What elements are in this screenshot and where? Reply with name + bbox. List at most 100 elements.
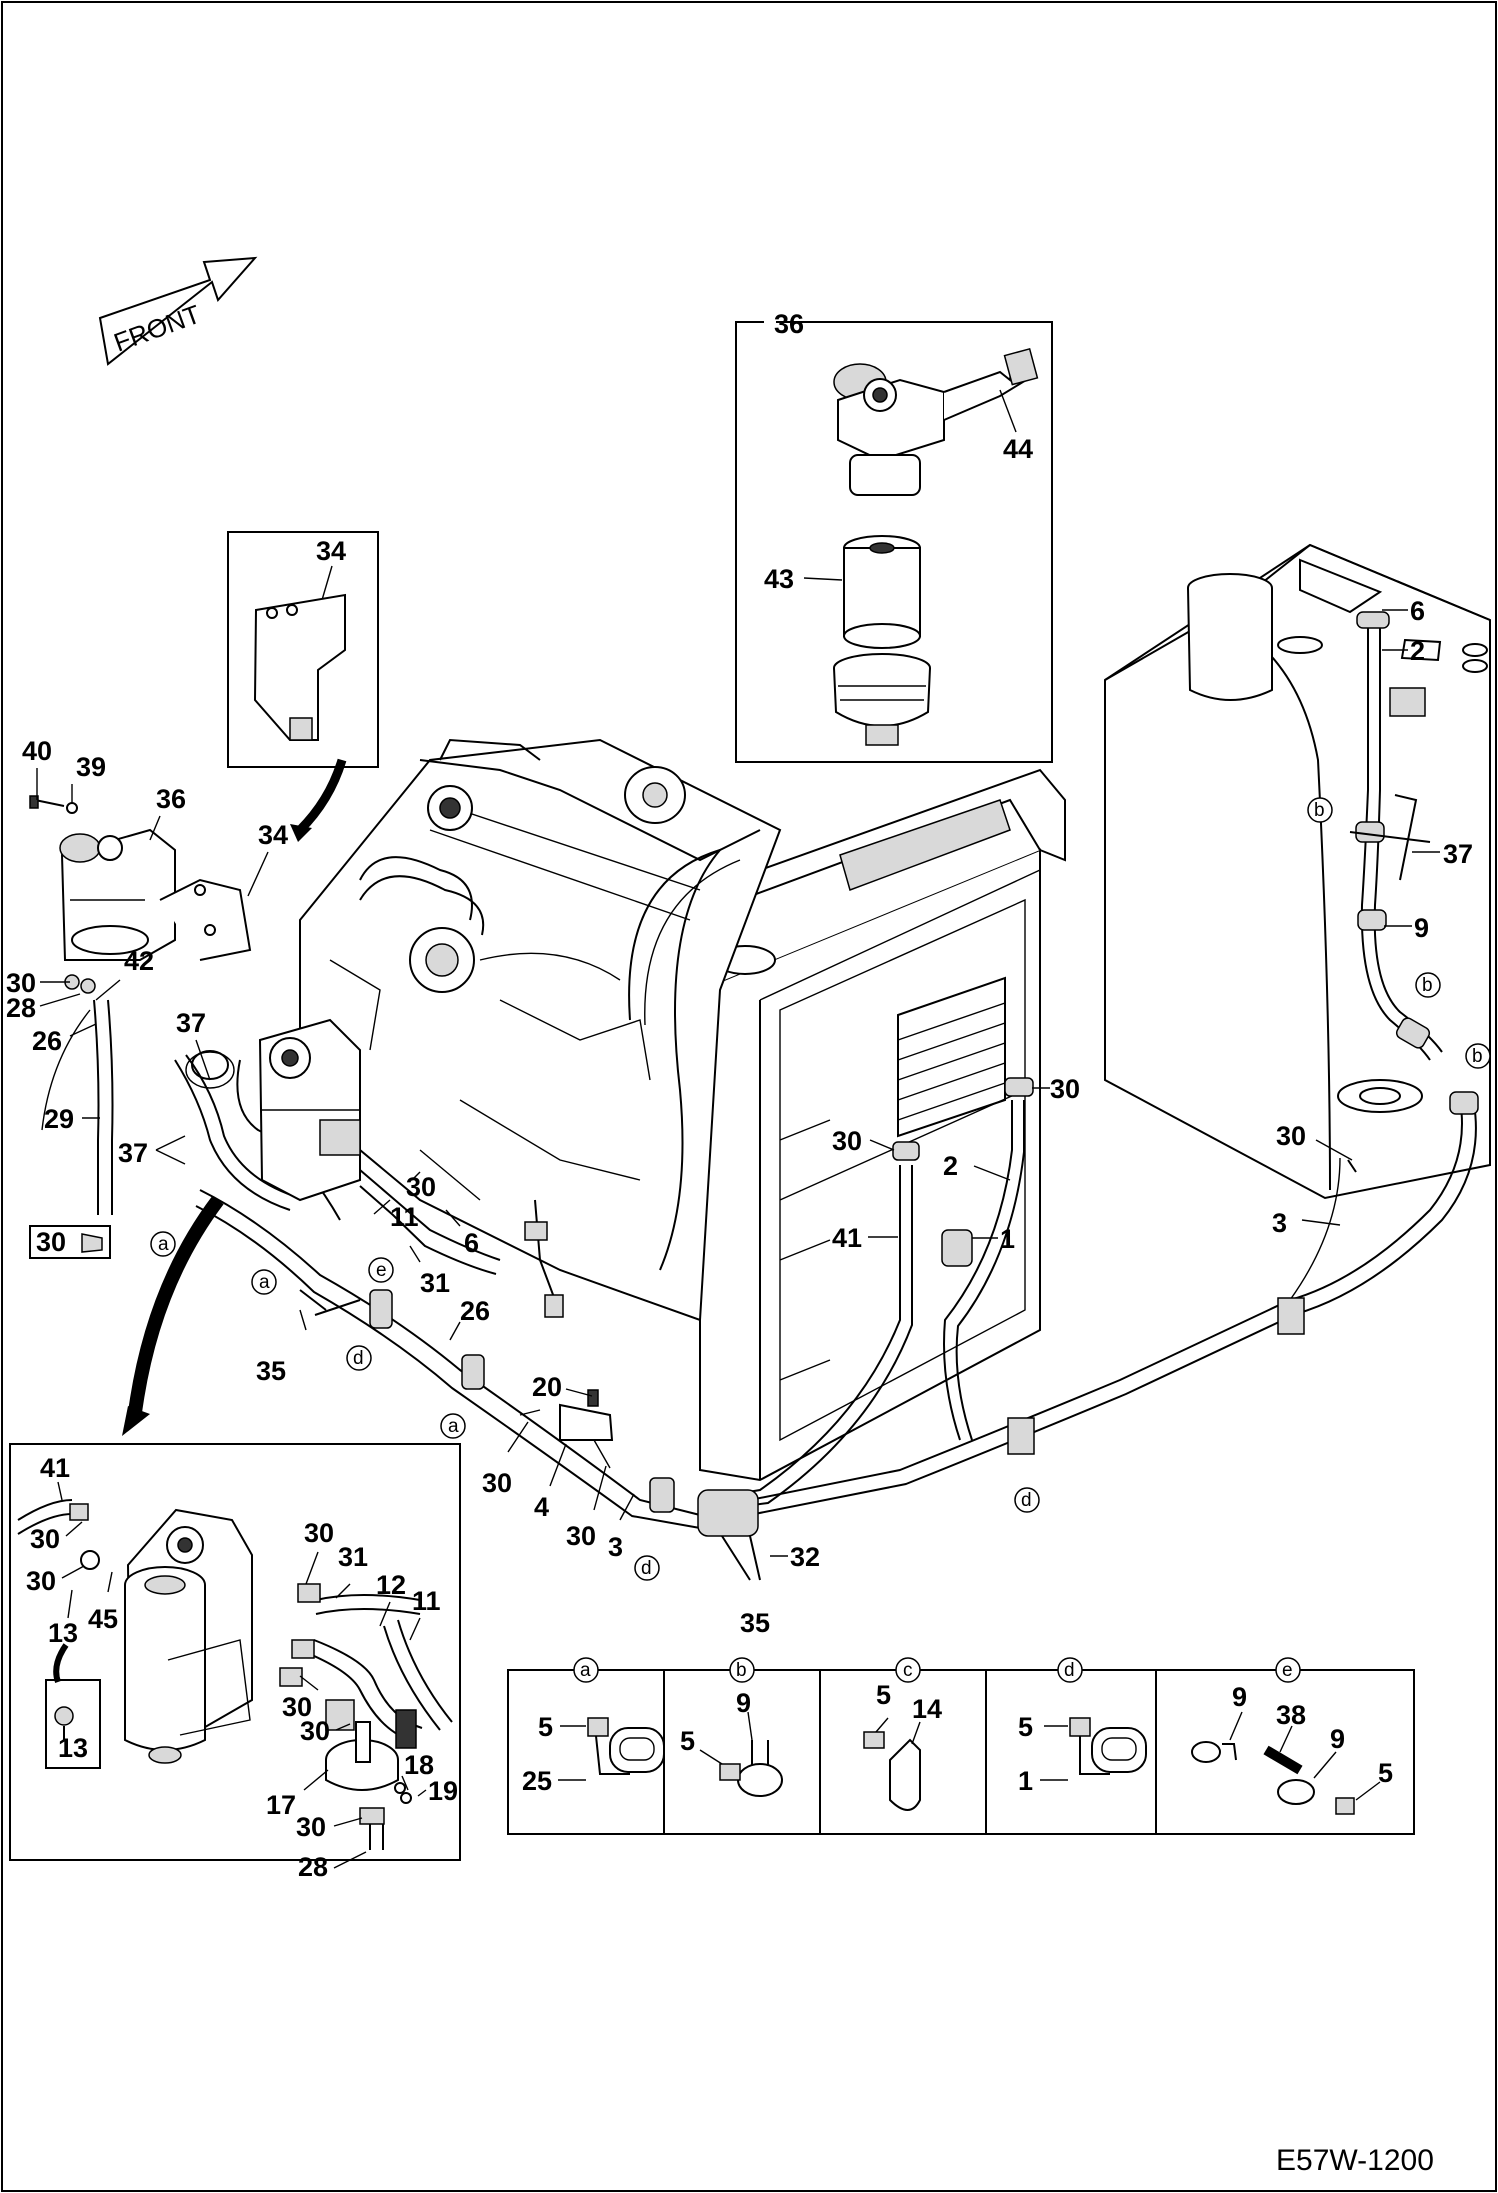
leader-3-tank xyxy=(1301,1219,1341,1226)
leader-34 xyxy=(247,851,269,897)
leader-d11 xyxy=(409,1617,421,1641)
callout-34-inset: 34 xyxy=(316,536,346,566)
callout-d13: 13 xyxy=(48,1618,78,1648)
leader-31 xyxy=(409,1245,421,1263)
front-direction-arrow: FRONT xyxy=(98,256,258,366)
svg-text:14: 14 xyxy=(912,1694,942,1724)
callout-4: 4 xyxy=(534,1492,549,1522)
detail-pointer-arrow xyxy=(127,1195,224,1421)
svg-text:e: e xyxy=(1282,1660,1293,1681)
tank-clamps xyxy=(1007,611,1479,1455)
filter-bowl-part xyxy=(833,653,931,746)
svg-text:a: a xyxy=(580,1660,591,1681)
svg-text:b: b xyxy=(1472,1046,1483,1067)
leader-6 xyxy=(445,1209,461,1227)
clamp-ref-b2 xyxy=(1415,972,1441,998)
clamp-ref-a2 xyxy=(251,1269,277,1295)
callout-34: 34 xyxy=(258,820,288,850)
callout-3-b: 3 xyxy=(608,1532,623,1562)
svg-text:a: a xyxy=(259,1272,270,1293)
callout-28: 28 xyxy=(6,993,36,1023)
leader-d31 xyxy=(335,1583,351,1599)
svg-text:25: 25 xyxy=(522,1766,552,1796)
leader-d28 xyxy=(333,1851,367,1869)
callout-d30-d: 30 xyxy=(282,1692,312,1722)
callout-6-tank: 6 xyxy=(1410,596,1425,626)
callout-35-b: 35 xyxy=(740,1608,770,1638)
leader-d18 xyxy=(401,1775,409,1791)
boxed-callout-13 xyxy=(45,1679,101,1769)
leader-d30-a xyxy=(65,1521,83,1537)
clamp-ref-e1 xyxy=(368,1257,394,1283)
svg-text:d: d xyxy=(641,1558,652,1579)
callout-6: 6 xyxy=(464,1228,479,1258)
callout-d28: 28 xyxy=(298,1852,328,1882)
svg-text:b: b xyxy=(1422,975,1433,996)
leader-d19 xyxy=(417,1789,427,1797)
clamp-ref-b1 xyxy=(1307,797,1333,823)
leader-26 xyxy=(69,1023,97,1037)
leader-36 xyxy=(149,815,161,841)
svg-text:9: 9 xyxy=(1330,1724,1345,1754)
leader-d45 xyxy=(107,1571,113,1593)
inset-frame-34 xyxy=(227,531,379,768)
callout-20: 20 xyxy=(532,1372,562,1402)
callout-29: 29 xyxy=(44,1104,74,1134)
callout-d17: 17 xyxy=(266,1790,296,1820)
callout-30-c: 30 xyxy=(482,1468,512,1498)
svg-text:a: a xyxy=(448,1416,459,1437)
filter-head-part xyxy=(833,347,1039,496)
callout-d30-b: 30 xyxy=(26,1566,56,1596)
callout-36: 36 xyxy=(156,784,186,814)
leader-30-b xyxy=(411,1171,421,1181)
callout-26-b: 26 xyxy=(460,1296,490,1326)
leader-42 xyxy=(95,979,121,1001)
leader-4 xyxy=(549,1443,567,1487)
svg-text:5: 5 xyxy=(538,1712,553,1742)
callout-30-tank: 30 xyxy=(1276,1121,1306,1151)
leader-37-b1 xyxy=(155,1135,186,1151)
leader-11 xyxy=(373,1199,391,1215)
clamp-detail-table: a 5 25 b 9 5 c 5 xyxy=(507,1657,1415,1835)
clamp-refs: a a a e d d d b b b xyxy=(150,797,1491,1581)
leader-30-tank xyxy=(1315,1139,1353,1161)
callout-3-tank: 3 xyxy=(1272,1208,1287,1238)
callout-30-box: 30 xyxy=(36,1227,66,1257)
inset-frame-36 xyxy=(735,321,1053,763)
callout-d31: 31 xyxy=(338,1542,368,1572)
detail-d: d 5 1 xyxy=(1018,1657,1147,1796)
callout-d13-box: 13 xyxy=(58,1733,88,1763)
callout-31: 31 xyxy=(420,1268,450,1298)
callout-d45: 45 xyxy=(88,1604,118,1634)
svg-text:d: d xyxy=(1021,1490,1032,1511)
callout-26: 26 xyxy=(32,1026,62,1056)
prefilter-detail-inset xyxy=(9,1443,461,1861)
left-filter-assembly xyxy=(29,795,252,994)
callout-d30-e: 30 xyxy=(300,1716,330,1746)
svg-text:5: 5 xyxy=(1018,1712,1033,1742)
leader-d17 xyxy=(303,1769,329,1791)
leader-44 xyxy=(999,389,1017,433)
callout-d30-c: 30 xyxy=(304,1518,334,1548)
leader-30-d xyxy=(593,1465,607,1511)
callout-35-a: 35 xyxy=(256,1356,286,1386)
callout-d18: 18 xyxy=(404,1750,434,1780)
leader-d12 xyxy=(379,1601,391,1627)
tank-supply-hose xyxy=(699,1099,1477,1525)
bracket-34-mounted xyxy=(159,878,252,961)
svg-text:b: b xyxy=(736,1660,747,1681)
fuel-tank xyxy=(1104,543,1491,1200)
leader-37-b2 xyxy=(155,1149,186,1165)
leader-d30-b xyxy=(61,1565,85,1579)
leader-d13 xyxy=(67,1589,73,1619)
svg-text:38: 38 xyxy=(1276,1700,1306,1730)
svg-text:9: 9 xyxy=(736,1688,751,1718)
svg-text:9: 9 xyxy=(1232,1682,1247,1712)
callout-9-tank: 9 xyxy=(1414,913,1429,943)
callout-d41: 41 xyxy=(40,1453,70,1483)
leader-3-b xyxy=(619,1493,635,1521)
cooler-hoses xyxy=(699,1077,1034,1513)
callout-41: 41 xyxy=(832,1223,862,1253)
